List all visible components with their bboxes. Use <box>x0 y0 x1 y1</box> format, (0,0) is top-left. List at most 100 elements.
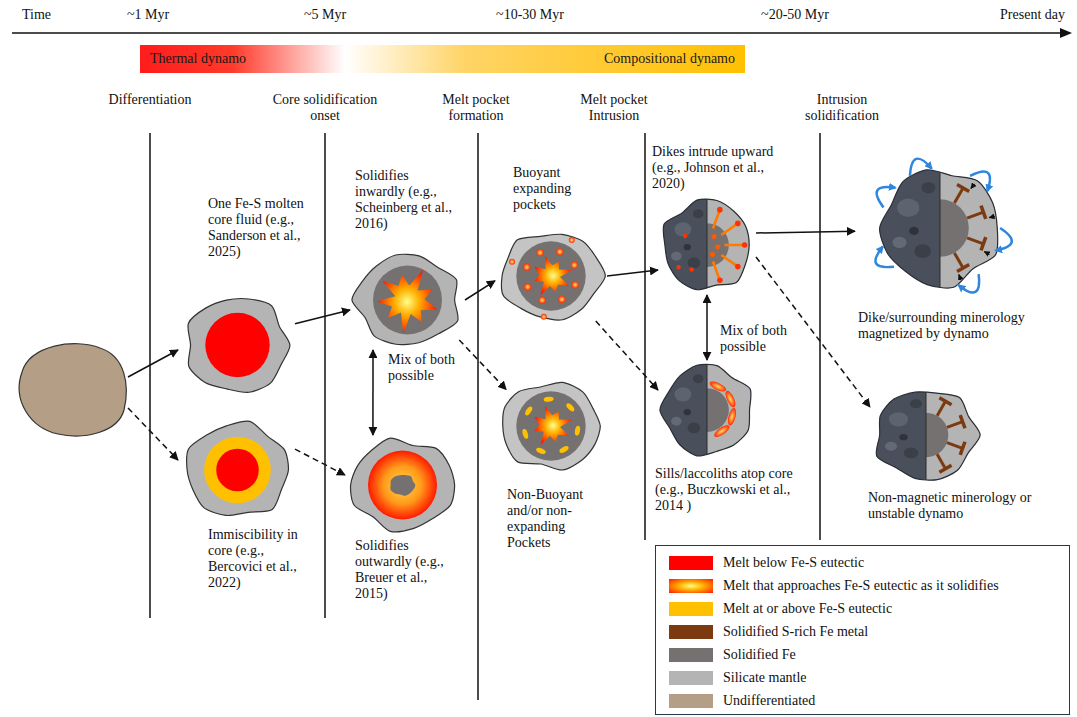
illustration-part <box>726 407 737 426</box>
stage-divider <box>644 133 646 540</box>
illustration-part <box>509 259 515 265</box>
illustration-part <box>710 252 715 257</box>
stage-caption: One Fe-S molten core fluid (e.g., Sander… <box>208 196 316 260</box>
illustration-part <box>877 187 896 207</box>
stage-heading: Differentiation <box>90 92 210 108</box>
planet-illustration <box>352 254 458 344</box>
illustration-part <box>926 413 948 458</box>
illustration-part <box>660 364 751 456</box>
illustration-part <box>889 412 908 426</box>
legend-text: Melt below Fe-S eutectic <box>723 554 864 572</box>
illustration-part <box>960 442 965 455</box>
illustration-part <box>535 447 546 455</box>
planet-drawing <box>345 435 460 535</box>
illustration-part <box>875 247 894 268</box>
illustration-part <box>893 128 1077 328</box>
illustration-part <box>937 401 945 415</box>
illustration-part <box>940 199 969 257</box>
planet-illustration <box>876 365 1038 505</box>
illustration-part <box>713 261 720 280</box>
stage-illustration: Buoyant expanding pockets <box>495 228 607 324</box>
illustration-part <box>693 209 704 218</box>
illustration-part <box>880 170 998 288</box>
illustration-part <box>671 175 805 315</box>
planet-drawing <box>180 292 295 398</box>
illustration-part <box>957 265 969 272</box>
stage-illustration: Dikes intrude upward (e.g., Johnson et a… <box>658 195 756 295</box>
stage-caption: Non-Buoyant and/or non-expanding Pockets <box>507 487 597 551</box>
undifferentiated-body <box>19 344 126 436</box>
illustration-part <box>693 374 704 383</box>
legend-swatch <box>669 602 713 616</box>
flow-arrow <box>465 281 495 300</box>
illustration-part <box>671 417 682 426</box>
illustration-part <box>707 360 708 460</box>
illustration-part <box>524 405 534 416</box>
legend-row: Undifferentiated <box>656 692 1066 710</box>
double-arrow <box>706 295 708 360</box>
legend-swatch <box>669 694 713 708</box>
legend-row: Melt that approaches Fe-S eutectic as it… <box>656 577 1066 595</box>
stage-illustration: One Fe-S molten core fluid (e.g., Sander… <box>180 292 295 398</box>
legend-row: Silicate mantle <box>656 669 1066 687</box>
time-label: ~5 Myr <box>285 7 365 23</box>
illustration-part <box>717 278 723 284</box>
illustration-part <box>521 428 529 439</box>
illustration-part <box>899 434 907 440</box>
illustration-part <box>676 265 680 269</box>
flow-arrow <box>295 310 350 324</box>
illustration-part <box>947 443 963 449</box>
stage-caption: Dikes intrude upward (e.g., Johnson et a… <box>652 144 774 192</box>
illustration-part <box>742 242 748 248</box>
planet-drawing <box>495 378 607 474</box>
illustration-part <box>960 415 965 428</box>
illustration-part <box>910 399 922 408</box>
planet-drawing <box>855 148 1025 308</box>
legend-text: Solidified Fe <box>723 646 796 664</box>
band-label: Compositional dynamo <box>604 51 735 67</box>
stage-divider <box>149 133 151 618</box>
illustration-part <box>735 221 741 227</box>
stage-caption: Dike/surrounding minerology magnetized b… <box>858 310 1053 342</box>
illustration-part <box>954 253 963 268</box>
flow-arrow <box>607 270 658 276</box>
planet-illustration <box>660 340 805 480</box>
illustration-part <box>683 234 687 238</box>
illustration-part <box>675 387 692 401</box>
illustration-part <box>897 199 919 217</box>
illustration-part <box>351 438 455 532</box>
illustration-part <box>708 380 727 394</box>
illustration-part <box>914 244 931 258</box>
illustration-part <box>937 454 945 468</box>
illustration-part <box>717 207 723 213</box>
stage-caption: Buoyant expanding pockets <box>513 165 591 213</box>
illustration-part <box>926 385 927 485</box>
illustration-part <box>663 199 749 290</box>
illustration-part <box>910 159 932 176</box>
illustration-part <box>971 184 975 189</box>
stage-illustration: Non-magnetic minerology or unstable dyna… <box>870 385 982 485</box>
stage-illustration: Non-Buoyant and/or non-expanding Pockets <box>495 378 607 474</box>
illustration-part <box>502 234 606 320</box>
illustration-part <box>675 222 692 236</box>
illustration-part <box>539 297 546 304</box>
illustration-part <box>989 216 995 217</box>
illustration-part <box>713 210 720 229</box>
illustration-part <box>569 237 575 243</box>
legend-text: Solidified S-rich Fe metal <box>723 623 868 641</box>
dynamo-band: Thermal dynamo <box>140 45 345 73</box>
illustration-part <box>893 237 907 249</box>
legend-row: Solidified S-rich Fe metal <box>656 623 1066 641</box>
legend-swatch <box>669 671 713 685</box>
planet-drawing <box>180 418 295 522</box>
illustration-part <box>188 299 290 393</box>
stage-divider <box>477 133 479 700</box>
dynamo-band: Compositional dynamo <box>345 45 745 73</box>
illustration-part <box>534 406 572 445</box>
illustration-part <box>524 283 531 290</box>
flow-arrow <box>295 449 345 475</box>
illustration-part <box>981 206 986 219</box>
illustration-part <box>940 128 1077 328</box>
illustration-part <box>984 252 989 255</box>
legend-row: Solidified Fe <box>656 646 1066 664</box>
